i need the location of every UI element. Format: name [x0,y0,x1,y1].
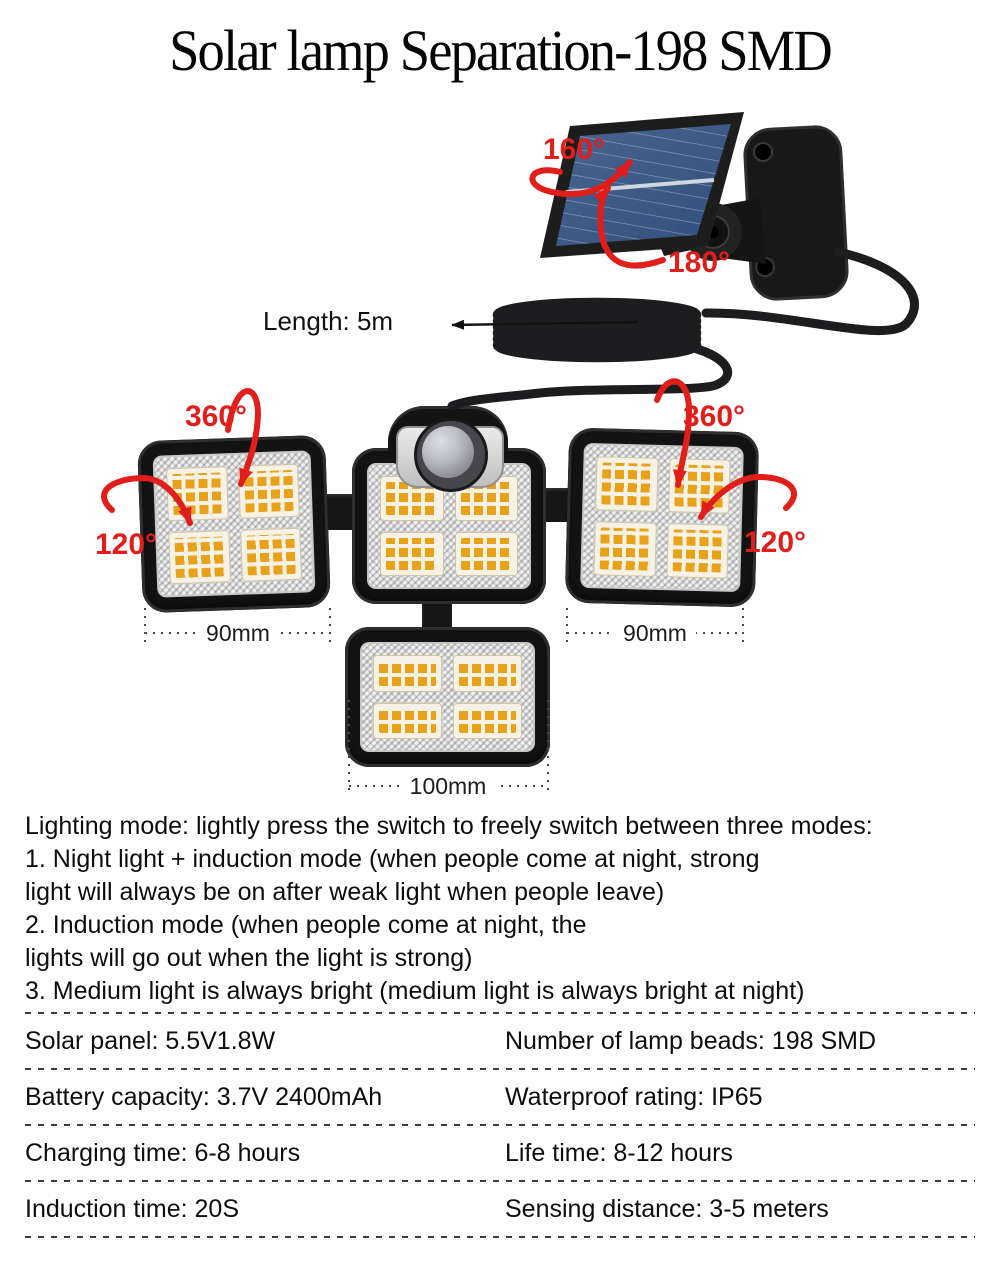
pir-sensor-dome [422,426,474,478]
divider [25,1236,975,1238]
description-line: 3. Medium light is always bright (medium… [25,977,805,1005]
right-head-swivel-label: 120° [744,526,807,559]
led-grid [667,458,731,514]
description-line: lights will go out when the light is str… [25,944,473,972]
description-line: light will always be on after weak light… [25,878,665,906]
led-grid [166,466,229,521]
led-grid [593,521,657,577]
lamp-head-bottom [345,627,550,767]
spec-value: Number of lamp beads: 198 SMD [505,1026,877,1055]
header: Solar lamp Separation-198 SMD [0,0,1000,100]
spec-value: Solar panel: 5.5V1.8W [25,1026,276,1055]
left-head-width-label: 90mm [197,620,279,647]
left-head-swivel-label: 120° [95,528,158,561]
cable-upper-graphic [701,247,919,336]
divider [25,1124,975,1126]
led-grid [454,476,518,521]
lamp-head-right [564,427,760,608]
spec-row: Charging time: 6-8 hours Life time: 8-12… [0,1126,1000,1180]
product-diagram: 160° 180° 360° 360° 120° 120° Length: 5m… [0,100,1000,800]
spec-value: Waterproof rating: IP65 [505,1082,763,1111]
panel-vertical-angle-label: 180° [668,246,731,279]
description-line: 1. Night light + induction mode (when pe… [25,845,760,873]
spec-value: Charging time: 6-8 hours [25,1138,301,1167]
lamp-face [360,642,535,752]
left-head-rotation-label: 360° [185,400,248,433]
led-grid [665,523,729,579]
divider [25,1012,975,1014]
spec-value: Life time: 8-12 hours [505,1138,733,1167]
led-grid [168,529,231,585]
spec-table: Solar panel: 5.5V1.8W Number of lamp bea… [0,1012,1000,1238]
lamp-face [367,463,531,589]
panel-bracket-graphic [743,125,849,301]
cable-coil-graphic [492,297,702,363]
led-grid [453,702,522,739]
led-grid [380,531,444,576]
rotation-arrow-180-icon [593,185,666,269]
led-grid [239,527,302,582]
led-grid [595,456,659,512]
spec-value: Sensing distance: 3-5 meters [505,1194,829,1223]
right-head-width-label: 90mm [614,620,696,647]
spec-row: Induction time: 20S Sensing distance: 3-… [0,1182,1000,1236]
product-title: Solar lamp Separation-198 SMD [169,17,833,83]
spec-value: Battery capacity: 3.7V 2400mAh [25,1082,383,1111]
panel-horizontal-angle-label: 160° [543,133,606,166]
led-grid [237,463,300,519]
led-grid [454,531,518,576]
right-head-rotation-label: 360° [683,400,746,433]
cable-length-label: Length: 5m [263,306,394,336]
lamp-face [152,450,316,598]
divider [25,1068,975,1070]
bottom-head-width-label: 100mm [400,773,496,800]
spec-row: Solar panel: 5.5V1.8W Number of lamp bea… [0,1014,1000,1068]
description-line: Lighting mode: lightly press the switch … [25,812,873,840]
lighting-mode-description: Lighting mode: lightly press the switch … [0,800,1000,1008]
length-arrow-icon [451,319,639,330]
lamp-head-left [137,434,331,614]
cable-lower-graphic [447,343,733,411]
spec-value: Induction time: 20S [25,1194,240,1223]
spec-row: Battery capacity: 3.7V 2400mAh Waterproo… [0,1070,1000,1124]
divider [25,1180,975,1182]
led-grid [453,655,522,692]
lamp-face [580,442,744,593]
led-grid [373,702,442,739]
led-grid [373,655,442,692]
description-line: 2. Induction mode (when people come at n… [25,911,587,939]
